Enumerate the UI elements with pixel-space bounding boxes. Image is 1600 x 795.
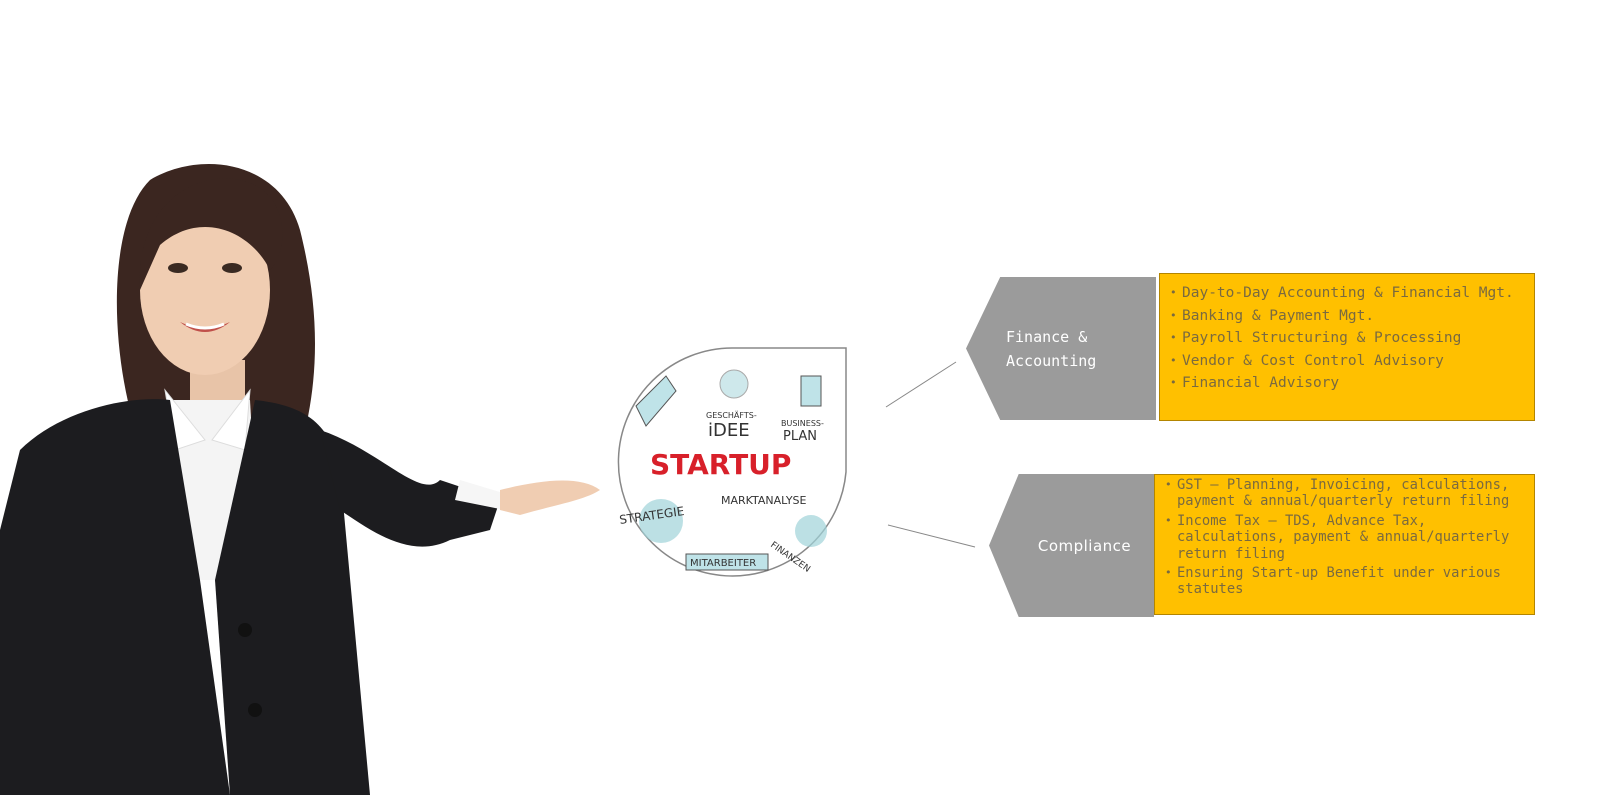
- finance-accounting-chevron: Finance & Accounting: [966, 277, 1156, 420]
- list-item: Vendor & Cost Control Advisory: [1168, 352, 1524, 370]
- connector-line-compliance: [887, 524, 976, 548]
- compliance-list: GST – Planning, Invoicing, calculations,…: [1163, 477, 1524, 598]
- startup-label-plan: PLAN: [783, 429, 817, 444]
- startup-center-word: STARTUP: [650, 448, 791, 481]
- compliance-chevron: Compliance: [989, 474, 1154, 617]
- compliance-title: Compliance: [1037, 536, 1132, 555]
- list-item: Day-to-Day Accounting & Financial Mgt.: [1168, 284, 1524, 302]
- connector-line-finance: [885, 361, 957, 408]
- startup-label-marktanalyse: MARKTANALYSE: [721, 494, 807, 507]
- compliance-box: GST – Planning, Invoicing, calculations,…: [1154, 474, 1535, 615]
- startup-label-mitarbeiter: MITARBEITER: [690, 558, 756, 569]
- finance-accounting-box: Day-to-Day Accounting & Financial Mgt. B…: [1159, 273, 1535, 421]
- list-item: GST – Planning, Invoicing, calculations,…: [1163, 477, 1524, 510]
- businesswoman-photo: [0, 164, 600, 795]
- list-item: Payroll Structuring & Processing: [1168, 329, 1524, 347]
- startup-concept-graphic: GESCHÄFTS- iDEE BUSINESS- PLAN STARTUP M…: [617, 347, 847, 577]
- finance-accounting-title: Finance & Accounting: [1006, 327, 1097, 370]
- list-item: Income Tax – TDS, Advance Tax, calculati…: [1163, 513, 1524, 562]
- list-item: Ensuring Start-up Benefit under various …: [1163, 565, 1524, 598]
- startup-label-geschaefts: GESCHÄFTS-: [706, 410, 757, 420]
- list-item: Banking & Payment Mgt.: [1168, 307, 1524, 325]
- finance-accounting-list: Day-to-Day Accounting & Financial Mgt. B…: [1168, 284, 1524, 392]
- startup-label-business: BUSINESS-: [781, 419, 824, 428]
- list-item: Financial Advisory: [1168, 374, 1524, 392]
- startup-label-idee: iDEE: [708, 420, 750, 441]
